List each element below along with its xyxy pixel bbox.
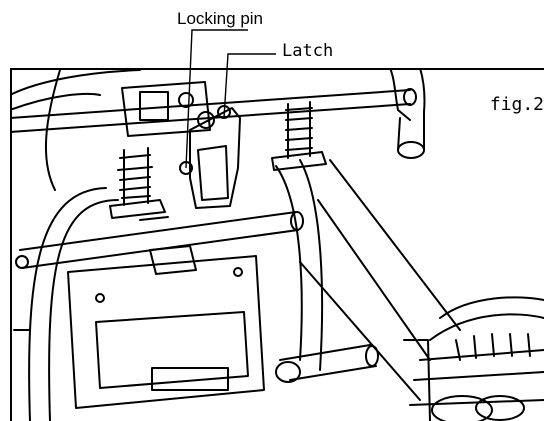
left-spring	[109, 147, 166, 219]
right-spring	[271, 101, 327, 171]
figure-label: fig.2	[489, 94, 544, 115]
locking-pin	[179, 161, 193, 175]
motor-arc	[44, 69, 61, 191]
locking-pin-leader	[185, 29, 248, 169]
locking-pin-label: Locking pin	[177, 9, 264, 28]
latch-body	[189, 107, 241, 209]
line-drawing	[10, 68, 544, 421]
figure-frame	[10, 68, 544, 421]
latch-leader	[223, 53, 276, 119]
latch-label: Latch	[282, 41, 334, 61]
wheel	[403, 296, 544, 421]
